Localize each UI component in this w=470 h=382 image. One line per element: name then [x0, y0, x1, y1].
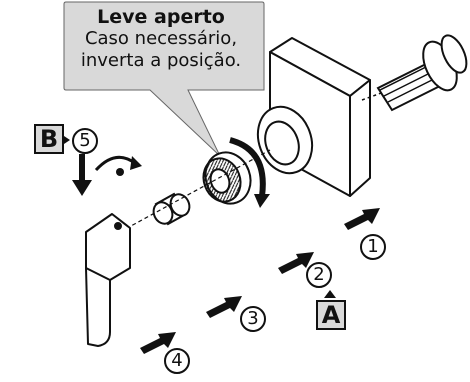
rotate-arc-icon [94, 155, 137, 172]
tighten-arc-arrow [229, 137, 266, 197]
push-arrow-1 [344, 208, 380, 230]
wall-plate [256, 37, 371, 197]
down-arrow [72, 154, 92, 196]
bushing [152, 192, 191, 226]
step-2-number: 2 [306, 262, 332, 288]
push-arrow-4 [140, 332, 176, 354]
step-5-number: 5 [72, 128, 98, 154]
step-4-number: 4 [164, 348, 190, 374]
callout-title: Leve aperto [97, 6, 225, 28]
step-3-number: 3 [240, 306, 266, 332]
label-a-pointer [324, 290, 336, 298]
adapter-ring [202, 151, 252, 205]
label-b-pointer [64, 136, 70, 144]
callout-line-1: Caso necessário, [84, 28, 238, 50]
assembly-axis [119, 149, 271, 233]
label-a: A [316, 300, 346, 330]
callout-text: Leve aperto Caso necessário, inverta a p… [66, 6, 256, 71]
lever-handle [85, 213, 131, 347]
push-arrow-3 [206, 296, 242, 318]
push-arrow-2 [278, 252, 314, 274]
label-b: B [34, 124, 64, 154]
valve-stem [361, 34, 468, 112]
callout-bubble [63, 1, 265, 157]
callout-line-2: inverta a posição. [80, 49, 242, 71]
step-1-number: 1 [360, 234, 386, 260]
